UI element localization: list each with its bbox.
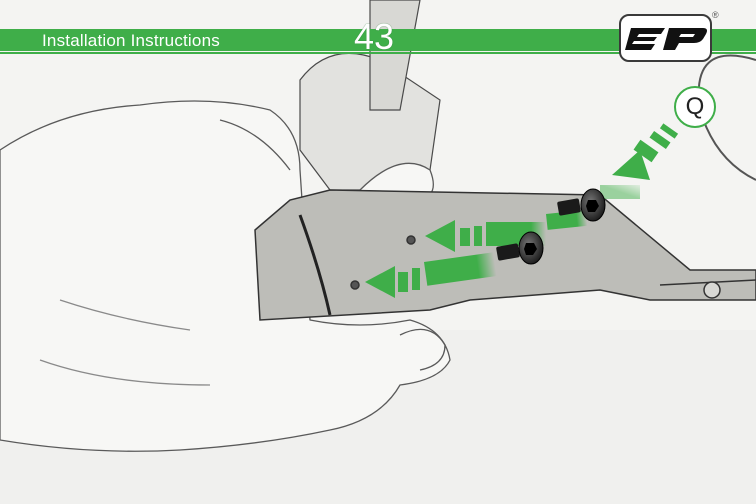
header-title: Installation Instructions: [42, 31, 220, 51]
brand-logo-mark: [621, 16, 710, 60]
brand-logo: [619, 14, 712, 62]
callout-q: Q: [674, 86, 716, 128]
page-number: 43: [354, 19, 394, 55]
registered-mark: ®: [712, 10, 719, 20]
arrow-from-callout-q: [600, 123, 678, 199]
